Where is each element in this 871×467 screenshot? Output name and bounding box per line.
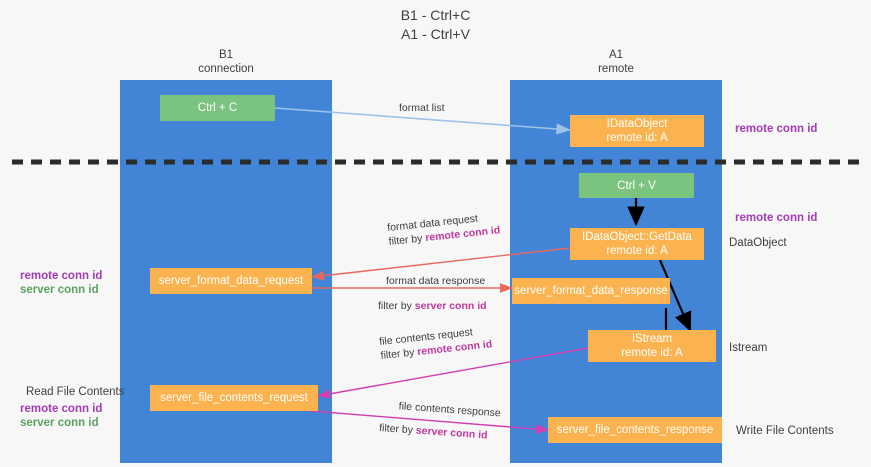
- node-server-file-contents-response-label: server_file_contents_response: [556, 424, 714, 436]
- edge-label-format-data-request: format data request filter by remote con…: [387, 209, 501, 249]
- left-label-server-conn-id-mid: server conn id: [20, 284, 99, 296]
- diagram-title: B1 - Ctrl+C A1 - Ctrl+V: [0, 6, 871, 44]
- edge-label-file-contents-response-caption: file contents response: [398, 400, 502, 420]
- column-b1-name: B1: [218, 49, 234, 61]
- filter-prefix: filter by: [380, 346, 418, 362]
- column-header-b1: B1 connection: [120, 48, 332, 76]
- column-a1-name: A1: [608, 49, 624, 61]
- node-idataobject-line2: remote id: A: [606, 132, 668, 144]
- node-server-format-data-response[interactable]: server_format_data_response: [512, 278, 670, 304]
- node-server-file-contents-response[interactable]: server_file_contents_response: [548, 417, 722, 443]
- edge-label-format-data-response-caption: format data response: [386, 275, 486, 287]
- filter-key-server-conn-id: server conn id: [415, 424, 488, 442]
- node-ctrl-v[interactable]: Ctrl + V: [579, 173, 694, 198]
- node-ctrl-v-label: Ctrl + V: [617, 179, 656, 192]
- node-idataobject[interactable]: IDataObject remote id: A: [570, 115, 704, 147]
- node-idataobject-getdata[interactable]: IDataObject::GetData remote id: A: [570, 228, 704, 260]
- right-label-istream: Istream: [729, 342, 768, 354]
- right-label-dataobject: DataObject: [729, 237, 787, 249]
- left-label-server-conn-id-bottom: server conn id: [20, 417, 99, 429]
- edge-label-format-data-response-filter: filter by server conn id: [378, 299, 487, 313]
- node-getdata-line2: remote id: A: [606, 245, 668, 257]
- node-ctrl-c[interactable]: Ctrl + C: [160, 95, 275, 121]
- node-istream-line1: IStream: [631, 333, 673, 345]
- left-label-remote-conn-id-mid: remote conn id: [20, 270, 103, 282]
- column-b1-role: connection: [198, 63, 254, 75]
- title-line-1: B1 - Ctrl+C: [400, 7, 471, 23]
- node-istream-line2: remote id: A: [621, 347, 683, 359]
- right-label-remote-conn-id-mid: remote conn id: [735, 212, 818, 224]
- filter-key-server-conn-id: server conn id: [414, 300, 487, 312]
- left-label-remote-conn-id-bottom: remote conn id: [20, 403, 103, 415]
- node-istream[interactable]: IStream remote id: A: [588, 330, 716, 362]
- filter-prefix: filter by: [388, 232, 426, 248]
- filter-prefix: filter by: [378, 300, 415, 312]
- column-a1-role: remote: [598, 63, 634, 75]
- node-idataobject-line1: IDataObject: [606, 118, 668, 130]
- node-server-format-data-request[interactable]: server_format_data_request: [150, 268, 312, 294]
- edge-label-file-contents-request: file contents request filter by remote c…: [379, 323, 493, 363]
- node-getdata-line1: IDataObject::GetData: [582, 231, 692, 243]
- node-server-format-data-request-label: server_format_data_request: [158, 275, 304, 287]
- node-server-format-data-response-label: server_format_data_response: [514, 285, 668, 297]
- right-label-remote-conn-id-top: remote conn id: [735, 123, 818, 135]
- column-header-a1: A1 remote: [510, 48, 722, 76]
- edge-label-format-list: format list: [399, 102, 445, 114]
- node-server-file-contents-request-label: server_file_contents_request: [160, 392, 308, 404]
- filter-prefix: filter by: [378, 421, 417, 437]
- edge-label-file-contents-response-filter: filter by server conn id: [379, 421, 500, 443]
- title-line-2: A1 - Ctrl+V: [401, 26, 470, 42]
- node-server-file-contents-request[interactable]: server_file_contents_request: [150, 385, 318, 411]
- left-label-read-file-contents: Read File Contents: [26, 386, 125, 398]
- edge-label-file-contents-response: file contents response filter by server …: [379, 398, 501, 443]
- edge-label-format-data-response: format data response filter by server co…: [378, 274, 487, 313]
- right-label-write-file-contents: Write File Contents: [736, 425, 834, 437]
- node-ctrl-c-label: Ctrl + C: [197, 102, 238, 114]
